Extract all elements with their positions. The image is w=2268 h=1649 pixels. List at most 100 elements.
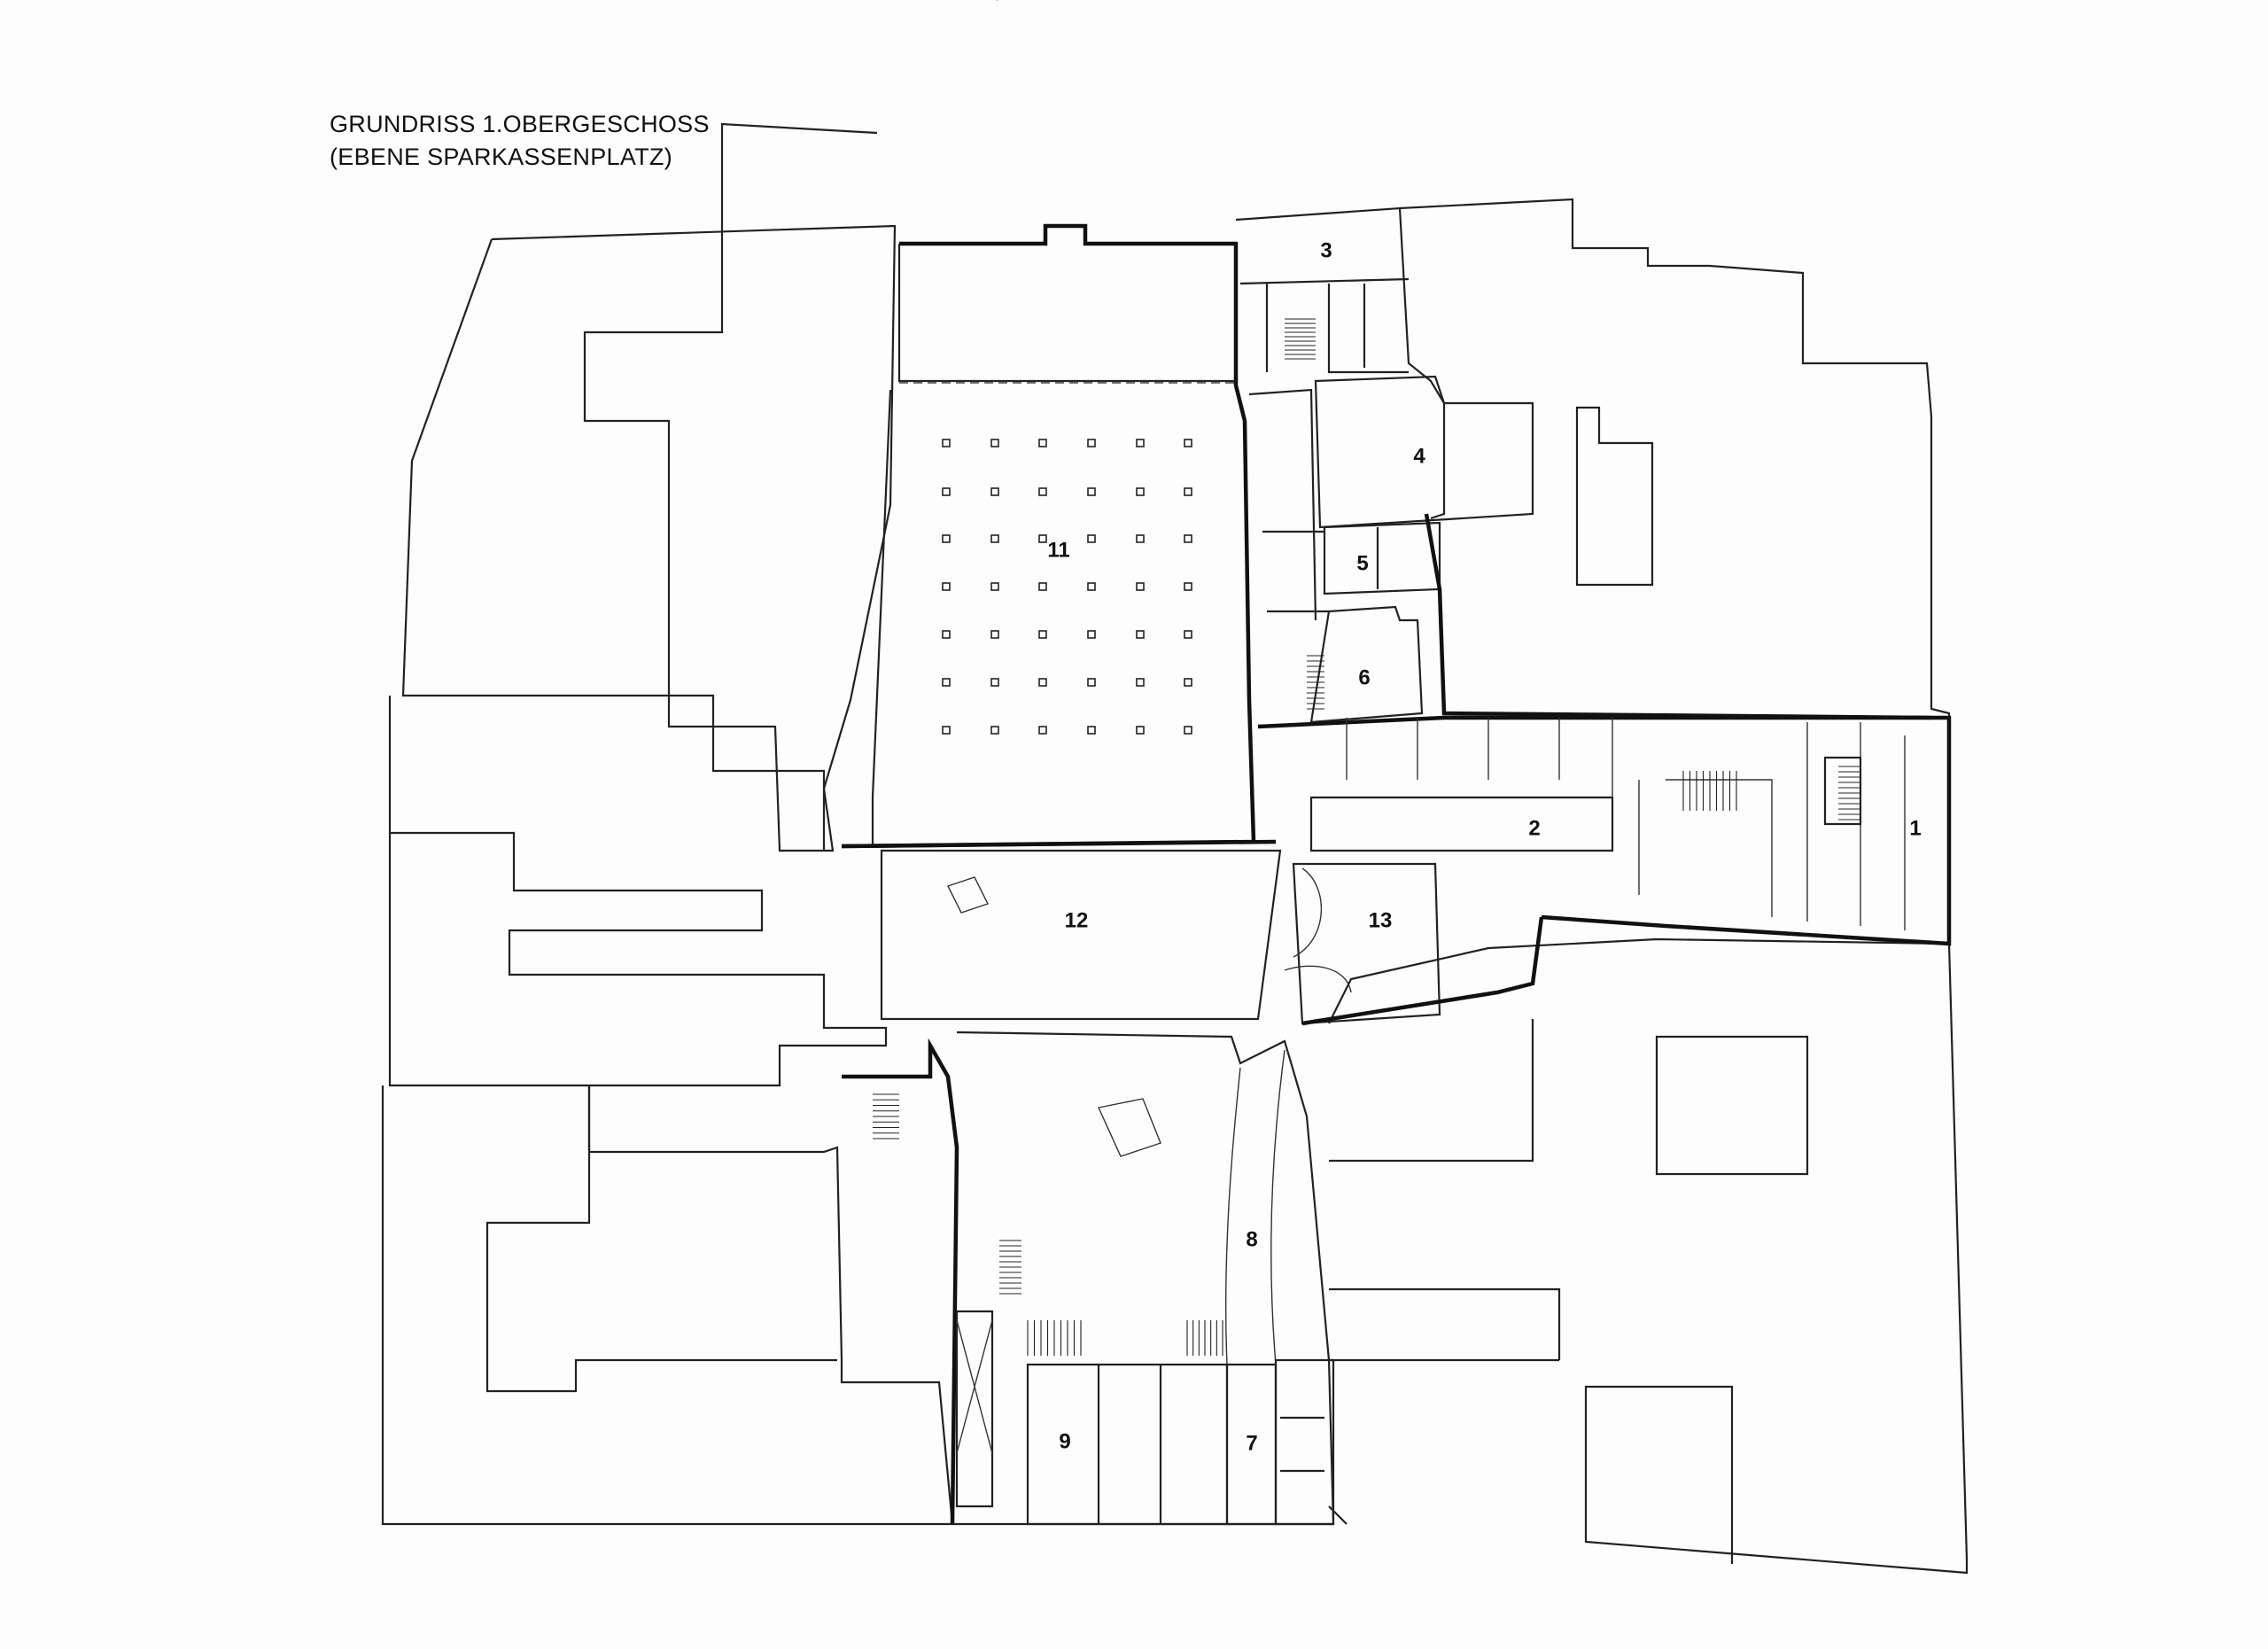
column-marker	[1184, 534, 1192, 543]
column-marker	[1184, 439, 1192, 447]
column-marker	[1136, 439, 1145, 447]
column-marker	[1184, 630, 1192, 639]
column-marker	[1087, 726, 1096, 735]
column-marker	[990, 630, 999, 639]
column-marker	[990, 534, 999, 543]
column-marker	[942, 582, 951, 591]
column-marker	[1136, 678, 1145, 687]
room-label-11: 11	[1047, 538, 1069, 562]
room-label-12: 12	[1065, 908, 1089, 932]
hall-12-13	[841, 839, 1544, 1026]
column-marker	[1038, 439, 1047, 447]
plaza-8-curve	[1224, 1049, 1285, 1365]
title-line-2: (EBENE SPARKASSENPLATZ)	[330, 144, 672, 170]
wing-1-stair-core	[1823, 756, 1862, 826]
room-label-5: 5	[1356, 551, 1368, 575]
neighbour-west-upper	[491, 122, 897, 852]
hall-11-north-annex	[897, 244, 1236, 383]
south-east-service	[1274, 1358, 1335, 1526]
column-marker	[1184, 726, 1192, 735]
column-marker	[1184, 678, 1192, 687]
column-marker	[1038, 582, 1047, 591]
wing-2-partitions	[1346, 718, 1906, 930]
room-label-7: 7	[1246, 1431, 1257, 1455]
south-west-diag	[956, 1319, 993, 1454]
column-marker	[1136, 534, 1145, 543]
column-marker	[990, 582, 999, 591]
east-wing	[1235, 206, 1932, 724]
hall-11-columns	[942, 439, 1192, 735]
room-5	[1323, 521, 1441, 595]
hall-12-north-wall	[841, 839, 1277, 849]
neighbour-west-lower-inner	[485, 1085, 837, 1393]
south-block-west	[842, 1038, 959, 1525]
column-marker	[990, 487, 999, 496]
room-9-block	[1026, 1363, 1229, 1526]
column-marker	[1136, 630, 1145, 639]
column-marker	[942, 439, 951, 447]
south-west-stairs	[955, 1310, 994, 1508]
column-marker	[942, 678, 951, 687]
room-label-13: 13	[1369, 908, 1393, 932]
room-label-2: 2	[1528, 816, 1540, 840]
neighbour-west-lower	[381, 1085, 954, 1526]
drawing-title: GRUNDRISS 1.OBERGESCHOSS (EBENE SPARKASS…	[330, 108, 710, 174]
column-marker	[942, 534, 951, 543]
room-label-1: 1	[1909, 816, 1921, 840]
column-marker	[1038, 534, 1047, 543]
wing-2-boundary	[1257, 715, 1952, 946]
neighbour-east-courtyard	[1575, 406, 1654, 587]
plaza-8-stair	[1097, 1098, 1161, 1157]
hall-11-west-wall	[871, 389, 892, 846]
room-13-curve	[1284, 867, 1352, 993]
neighbour-east-bands	[1328, 1019, 1561, 1525]
east-wing-edge	[1424, 513, 1932, 720]
hall-11	[841, 223, 1256, 849]
room-4	[1314, 375, 1534, 529]
column-marker	[1136, 726, 1145, 735]
room-13	[1292, 862, 1441, 1025]
room-label-6: 6	[1358, 665, 1370, 689]
neighbour-east-court	[1655, 1035, 1809, 1176]
column-marker	[942, 630, 951, 639]
hall-11-boundary	[841, 223, 1256, 849]
neighbour-west-upper-body	[401, 238, 826, 851]
room-label-4: 4	[1413, 444, 1425, 468]
room-label-9: 9	[1059, 1429, 1070, 1453]
neighbour-outlines	[381, 122, 1969, 1575]
room-labels: 1 2 3 4 5 6 7 8 9 11 12 13	[1047, 238, 1921, 1455]
neighbour-east-lower-body	[1328, 937, 1950, 1024]
column-marker	[942, 487, 951, 496]
column-marker	[990, 678, 999, 687]
south-block	[842, 1031, 1335, 1526]
column-marker	[1038, 630, 1047, 639]
east-wing-corridor	[1248, 388, 1329, 621]
hall-12	[880, 849, 1282, 1021]
room-label-8: 8	[1246, 1227, 1257, 1251]
stair-hatching	[873, 0, 1860, 1356]
column-marker	[1136, 582, 1145, 591]
column-marker	[1136, 487, 1145, 496]
neighbour-west-mid	[388, 696, 888, 1087]
column-marker	[1038, 726, 1047, 735]
column-marker	[1087, 534, 1096, 543]
room-label-3: 3	[1320, 238, 1332, 262]
wing-1-2	[1257, 715, 1952, 946]
column-marker	[1038, 487, 1047, 496]
column-marker	[1184, 582, 1192, 591]
column-marker	[1038, 678, 1047, 687]
room-13-east	[1301, 916, 1544, 1026]
column-marker	[942, 726, 951, 735]
hall-12-stair-core	[947, 876, 989, 914]
column-marker	[990, 439, 999, 447]
room-3-inner	[1239, 277, 1410, 374]
neighbour-east-upper	[1399, 198, 1951, 718]
column-marker	[1087, 678, 1096, 687]
title-line-1: GRUNDRISS 1.OBERGESCHOSS	[330, 111, 710, 137]
column-marker	[1087, 487, 1096, 496]
room-6	[1309, 605, 1424, 724]
neighbour-east-lower	[1584, 943, 1969, 1575]
column-marker	[1087, 630, 1096, 639]
